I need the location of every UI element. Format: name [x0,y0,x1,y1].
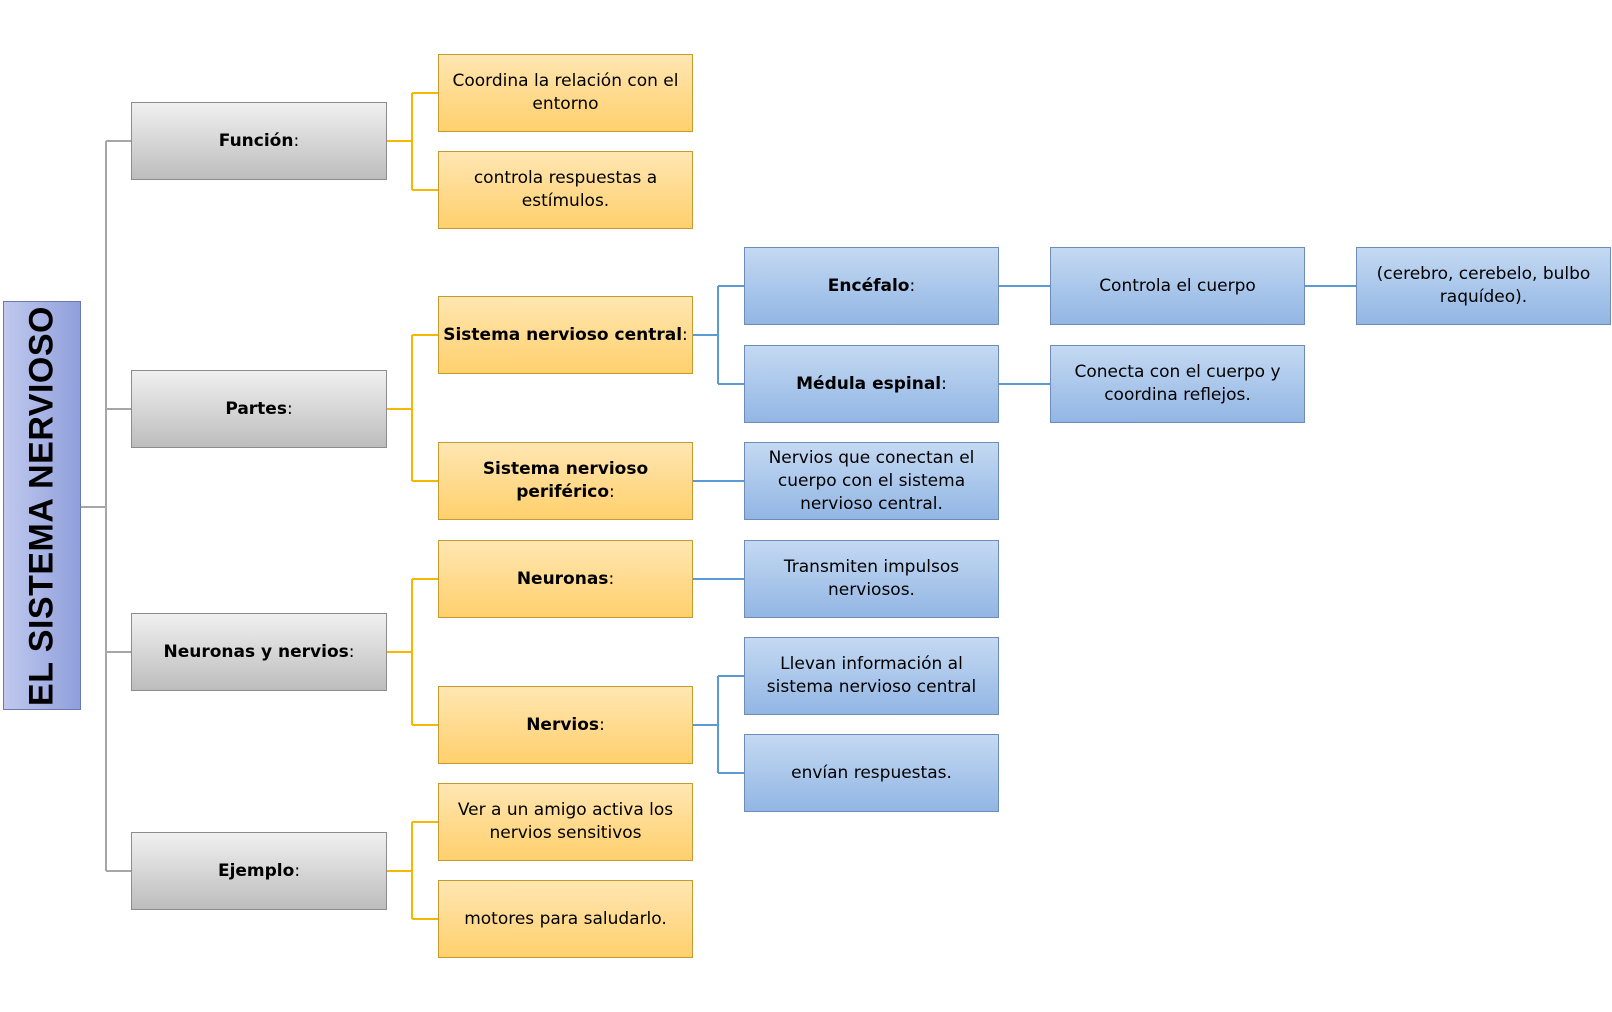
node-encefalo-detail: (cerebro, cerebelo, bulbo raquídeo). [1356,247,1611,325]
label-neuronas-nervios: Neuronas y nervios [163,641,349,662]
node-neuronas-nervios: Neuronas y nervios: [131,613,387,691]
node-nervios: Nervios: [438,686,693,764]
node-neuronas: Neuronas: [438,540,693,618]
root-connectors [81,140,131,872]
root-title: EL SISTEMA NERVIOSO [22,305,61,706]
node-funcion-item1: Coordina la relación con el entorno [438,54,693,132]
root-node: EL SISTEMA NERVIOSO [3,301,81,710]
node-medula: Médula espinal: [744,345,999,423]
node-periferico-desc: Nervios que conectan el cuerpo con el si… [744,442,999,520]
node-partes: Partes: [131,370,387,448]
node-sistema-central: Sistema nervioso central: [438,296,693,374]
node-medula-desc: Conecta con el cuerpo y coordina reflejo… [1050,345,1305,423]
node-nervios-desc2: envían respuestas. [744,734,999,812]
node-sistema-periferico: Sistema nervioso periférico: [438,442,693,520]
label-ejemplo: Ejemplo [217,860,295,881]
blue-connectors [693,285,1356,774]
node-ejemplo: Ejemplo: [131,832,387,910]
node-funcion: Función: [131,102,387,180]
node-funcion-item2: controla respuestas a estímulos. [438,151,693,229]
node-ejemplo-item1: Ver a un amigo activa los nervios sensit… [438,783,693,861]
node-neuronas-desc: Transmiten impulsos nerviosos. [744,540,999,618]
label-partes: Partes [225,398,287,419]
node-encefalo-desc: Controla el cuerpo [1050,247,1305,325]
label-funcion: Función [218,130,294,151]
node-nervios-desc1: Llevan información al sistema nervioso c… [744,637,999,715]
node-ejemplo-item2: motores para saludarlo. [438,880,693,958]
orange-connectors [387,92,438,920]
node-encefalo: Encéfalo: [744,247,999,325]
